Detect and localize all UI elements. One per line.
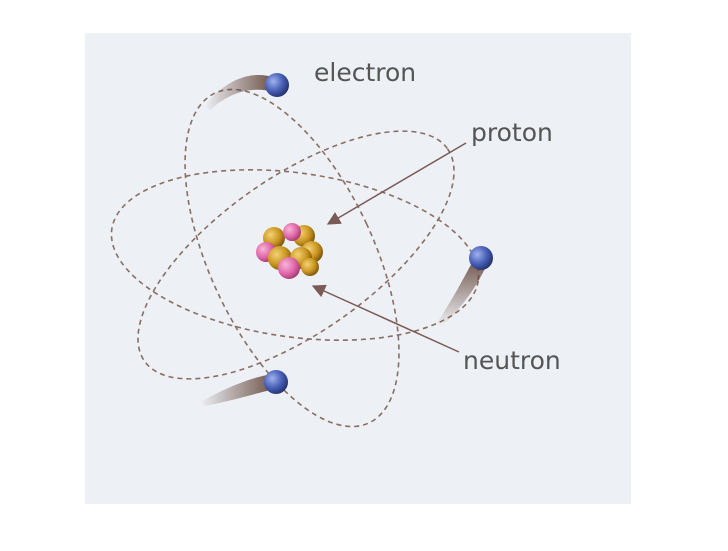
neutron-arrow — [311, 284, 460, 353]
electron-trail-top — [205, 75, 276, 110]
orbit-3 — [137, 130, 455, 380]
proton-sphere — [283, 223, 301, 241]
electron-icon — [265, 73, 289, 97]
diagram-panel — [85, 33, 631, 504]
orbit-2 — [184, 88, 400, 428]
proton-label: proton — [471, 118, 553, 147]
proton-arrow — [326, 142, 467, 225]
proton-sphere — [278, 257, 300, 279]
electron-icon — [469, 246, 493, 270]
electron-trail-right — [437, 255, 488, 326]
electron-label: electron — [314, 58, 416, 87]
electron-icon — [264, 370, 288, 394]
neutron-sphere — [301, 258, 319, 276]
electrons — [264, 73, 493, 394]
electron-trail-bottom — [200, 374, 278, 406]
neutron-label: neutron — [463, 346, 561, 375]
nucleus-icon — [256, 223, 323, 279]
electron-trails — [200, 75, 488, 406]
